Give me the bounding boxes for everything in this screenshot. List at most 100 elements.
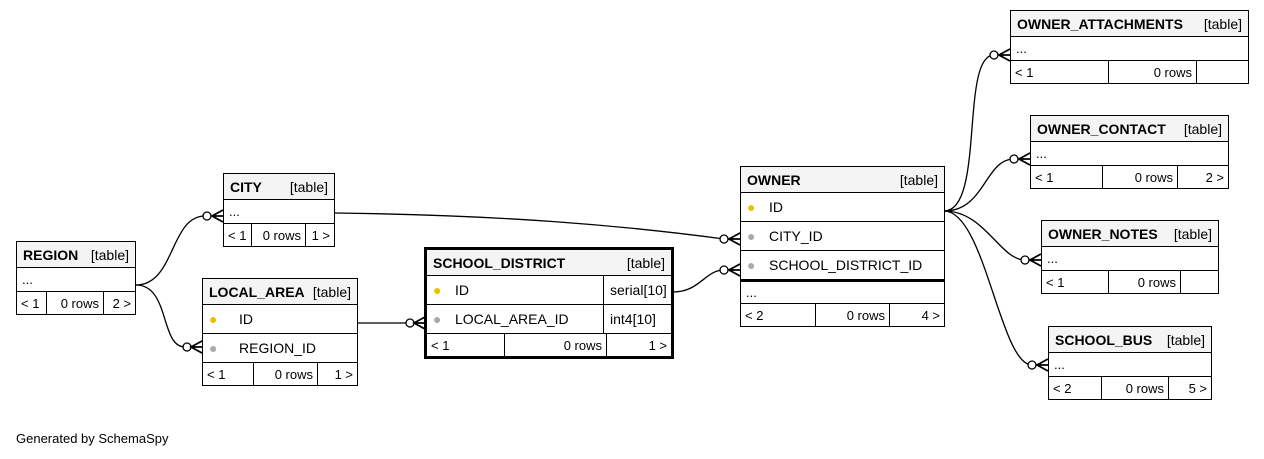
table-owner-attachments[interactable]: OWNER_ATTACHMENTS [table] ... < 1 0 rows [1010,10,1249,84]
table-footer: < 1 0 rows [1011,61,1248,83]
column-row-id[interactable]: ● ID [741,193,944,222]
cardinality-circle [202,211,212,221]
relation-region-city [135,215,206,286]
table-type: [table] [312,283,351,300]
column-row-region-id[interactable]: ● REGION_ID [203,334,357,363]
prev-count[interactable]: < 1 [17,292,47,314]
crowfoot-icon [727,263,741,277]
table-school-district[interactable]: SCHOOL_DISTRICT [table] ● ID serial[10] … [424,247,674,359]
cardinality-circle [719,265,729,275]
cardinality-circle [1027,360,1037,370]
table-header[interactable]: OWNER_ATTACHMENTS [table] [1011,11,1248,37]
foreign-key-icon: ● [209,340,218,356]
prev-count[interactable]: < 1 [1011,61,1109,83]
crowfoot-icon [997,48,1011,62]
relation-owner-notes [943,210,1026,261]
table-type: [table] [1173,225,1212,242]
table-type: [table] [289,178,328,195]
table-header[interactable]: OWNER [table] [741,167,944,193]
table-name: LOCAL_AREA [209,283,305,300]
table-type: [table] [1183,120,1222,137]
table-type: [table] [626,254,665,271]
row-count: 0 rows [252,224,306,246]
next-count[interactable]: 4 > [921,307,940,323]
row-count: 0 rows [1103,166,1178,188]
table-name: SCHOOL_BUS [1055,331,1153,348]
crowfoot-icon [727,232,741,246]
columns-placeholder: ... [1049,353,1211,377]
table-footer: < 1 0 rows 2 > [17,292,135,314]
column-row-school-district-id[interactable]: ● SCHOOL_DISTRICT_ID [741,251,944,280]
next-count[interactable] [1197,61,1248,83]
next-count[interactable]: 1 > [648,337,667,353]
table-name: OWNER [747,171,801,188]
table-header[interactable]: SCHOOL_BUS [table] [1049,327,1211,353]
prev-count[interactable]: < 1 [1042,271,1109,293]
columns-placeholder: ... [17,268,135,292]
next-count[interactable]: 1 > [311,227,330,243]
table-header[interactable]: LOCAL_AREA [table] [203,279,357,305]
table-header[interactable]: REGION [table] [17,242,135,268]
cardinality-circle [719,234,729,244]
table-type: [table] [1166,331,1205,348]
table-name: OWNER_CONTACT [1037,120,1166,137]
prev-count[interactable]: < 1 [1031,166,1103,188]
prev-count[interactable]: < 2 [741,304,816,326]
table-local-area[interactable]: LOCAL_AREA [table] ● ID ● REGION_ID < 1 … [202,278,358,386]
table-city[interactable]: CITY [table] ... < 1 0 rows 1 > [223,173,335,247]
table-footer: < 2 0 rows 4 > [741,304,944,326]
table-name: OWNER_NOTES [1048,225,1158,242]
cardinality-circle [989,50,999,60]
row-count: 0 rows [47,292,104,314]
primary-key-icon: ● [209,311,218,327]
table-region[interactable]: REGION [table] ... < 1 0 rows 2 > [16,241,136,315]
relation-region-local-area [135,284,186,348]
generated-by-label: Generated by SchemaSpy [16,431,169,446]
table-footer: < 1 0 rows 2 > [1031,166,1228,188]
relation-owner-contact [943,158,1015,212]
relation-owner-attachments [943,54,995,212]
next-count[interactable] [1181,271,1218,293]
cardinality-circle [1009,154,1019,164]
table-type: [table] [90,246,129,263]
primary-key-icon: ● [747,199,756,215]
row-count: 0 rows [816,304,890,326]
next-count[interactable]: 5 > [1188,380,1207,396]
relation-city-owner [334,212,725,240]
crowfoot-icon [189,340,203,354]
table-school-bus[interactable]: SCHOOL_BUS [table] ... < 2 0 rows 5 > [1048,326,1212,400]
table-header[interactable]: SCHOOL_DISTRICT [table] [427,250,671,276]
table-header[interactable]: CITY [table] [224,174,334,200]
prev-count[interactable]: < 1 [203,363,254,385]
columns-placeholder: ... [1042,247,1218,271]
table-owner-contact[interactable]: OWNER_CONTACT [table] ... < 1 0 rows 2 > [1030,115,1229,189]
prev-count[interactable]: < 1 [224,224,252,246]
table-owner-notes[interactable]: OWNER_NOTES [table] ... < 1 0 rows [1041,220,1219,294]
foreign-key-icon: ● [747,228,756,244]
column-name: ID [239,311,253,327]
column-row-city-id[interactable]: ● CITY_ID [741,222,944,251]
table-name: SCHOOL_DISTRICT [433,254,566,271]
table-header[interactable]: OWNER_NOTES [table] [1042,221,1218,247]
table-header[interactable]: OWNER_CONTACT [table] [1031,116,1228,142]
cardinality-circle [1020,255,1030,265]
next-count[interactable]: 1 > [334,366,353,382]
primary-key-icon: ● [433,282,442,298]
column-row-id[interactable]: ● ID [203,305,357,334]
next-count[interactable]: 2 > [112,295,131,311]
next-count[interactable]: 2 > [1205,169,1224,185]
column-name: SCHOOL_DISTRICT_ID [769,257,923,273]
crowfoot-icon [1017,152,1031,166]
prev-count[interactable]: < 1 [427,334,505,356]
table-footer: < 1 0 rows 1 > [224,224,334,246]
columns-placeholder: ... [1011,37,1248,61]
column-row-id[interactable]: ● ID serial[10] [427,276,671,305]
row-count: 0 rows [254,363,318,385]
column-row-local-area-id[interactable]: ● LOCAL_AREA_ID int4[10] [427,305,671,334]
relation-owner-school-bus [943,210,1033,366]
column-type: int4[10] [603,305,671,333]
prev-count[interactable]: < 2 [1049,377,1102,399]
table-owner[interactable]: OWNER [table] ● ID ● CITY_ID ● SCHOOL_DI… [740,166,945,327]
column-type: serial[10] [603,276,671,304]
